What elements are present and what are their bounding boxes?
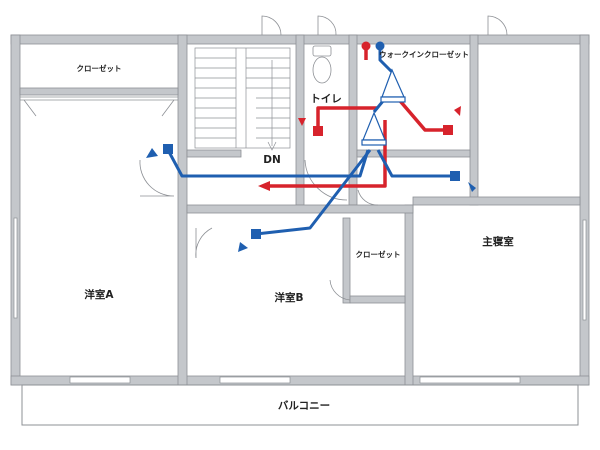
closet-a-shelf <box>20 96 178 117</box>
branch-box-icon <box>362 111 386 141</box>
toilet-fixture <box>312 45 332 84</box>
supply-port-icon <box>375 41 385 51</box>
exhaust-arrow-icon <box>454 106 461 116</box>
stairs <box>194 47 291 151</box>
supply-ducts <box>166 46 454 236</box>
walls <box>10 34 590 386</box>
room-label-closet-a: クローゼット <box>77 63 122 73</box>
room-label-toilet: トイレ <box>310 93 342 105</box>
stair-label-dn: DN <box>263 154 281 166</box>
square-vent-icon <box>450 171 460 181</box>
windows <box>13 217 587 384</box>
square-vent-icon <box>163 144 173 154</box>
exhaust-arrow-icon <box>258 181 270 191</box>
room-label-master-bedroom: 主寝室 <box>482 235 514 248</box>
exhaust-port-icon <box>361 41 371 51</box>
square-vent-icon <box>251 229 261 239</box>
exhaust-vents <box>313 41 453 136</box>
square-vent-icon <box>313 126 323 136</box>
branch-box-icon <box>381 68 405 98</box>
duct-junctions <box>361 68 406 146</box>
supply-arrow-icon <box>468 182 476 192</box>
room-label-room-a: 洋室A <box>84 288 114 301</box>
balcony <box>21 384 579 426</box>
doors <box>139 15 508 301</box>
room-label-room-b: 洋室B <box>274 291 303 304</box>
room-label-closet-b: クローゼット <box>356 249 401 259</box>
exhaust-arrow-icon <box>298 118 306 126</box>
branch-box-icon <box>380 96 406 103</box>
supply-vents <box>163 41 460 239</box>
branch-box-icon <box>361 139 387 146</box>
supply-arrow-icon <box>238 242 248 252</box>
supply-arrow-icon <box>146 148 158 158</box>
exhaust-arrows <box>258 106 461 191</box>
square-vent-icon <box>443 125 453 135</box>
supply-arrows <box>146 148 476 252</box>
balcony-label: バルコニー <box>278 400 330 412</box>
room-label-walkin-closet: ウォークインクローゼット <box>379 49 469 59</box>
